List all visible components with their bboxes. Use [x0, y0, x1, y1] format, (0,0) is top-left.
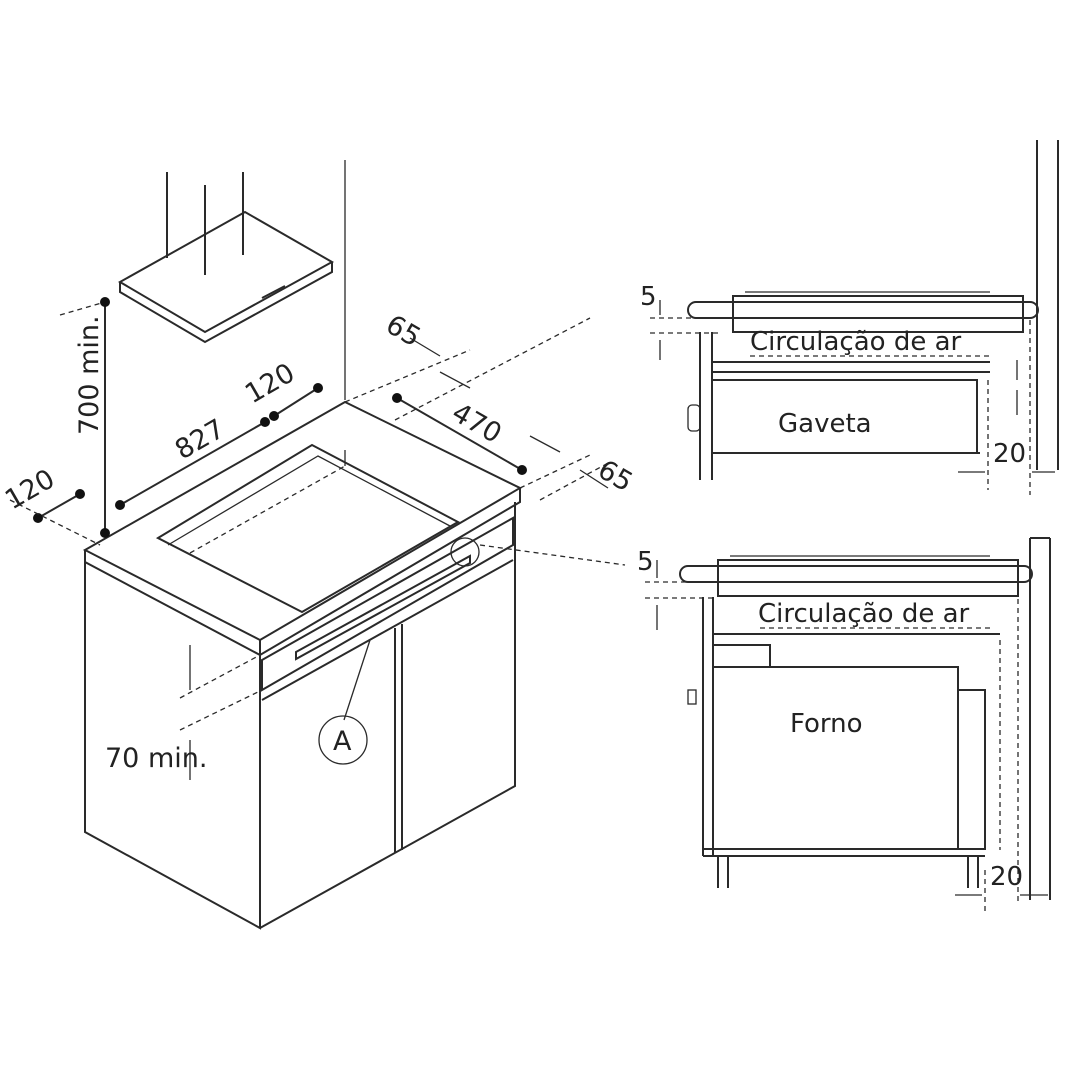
drawer-wall-gap-label: 20 [993, 439, 1026, 469]
oven-wall-gap-label: 20 [990, 862, 1023, 892]
oven-airflow-label: Circulação de ar [758, 599, 970, 629]
drawer-airflow-label: Circulação de ar [750, 327, 962, 357]
countertop [82, 400, 523, 657]
oven-label: Forno [790, 709, 863, 739]
left-margin-label: 120 [0, 463, 60, 516]
drawer-section: 5 Circulação de ar Gaveta 20 [640, 140, 1059, 495]
cabinet-drawing: 700 min. 827 120 120 470 65 65 70 min. A [0, 160, 638, 930]
front-gap-label: 65 [593, 454, 638, 498]
drawer-label: Gaveta [778, 409, 872, 439]
hob-cutout [155, 443, 461, 614]
back-margin-label: 120 [240, 357, 300, 410]
callout-a: A [333, 726, 352, 757]
hood-height-label: 700 min. [74, 315, 105, 435]
range-hood [117, 172, 335, 344]
oven-gap-label: 5 [637, 547, 654, 577]
depth-label: 470 [447, 397, 507, 450]
drawer-gap-label: 5 [640, 282, 657, 312]
cabinet-body [84, 502, 626, 930]
drawer-gap-label: 70 min. [105, 743, 207, 774]
back-gap-label: 65 [381, 309, 426, 353]
oven-section: 5 Circulação de ar Forno 20 [637, 537, 1051, 915]
dimension-lines [9, 297, 611, 780]
